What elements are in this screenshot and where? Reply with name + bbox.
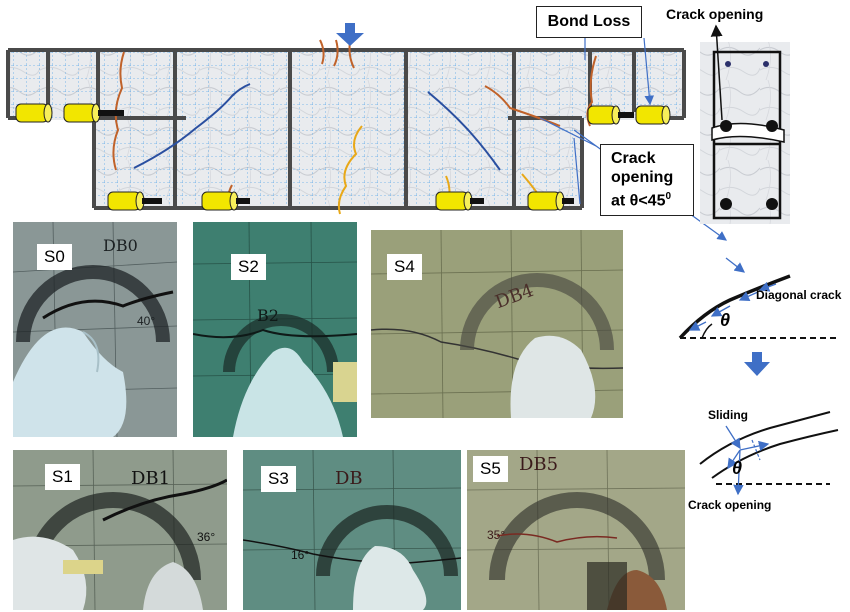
- photo-s5-handwriting: DB5: [519, 454, 559, 475]
- photo-s2: S2 B2: [193, 222, 357, 437]
- load-arrow-icon: [336, 23, 364, 46]
- photo-s5-label: S5: [473, 456, 508, 482]
- photo-s0: S0 DB0 40°: [13, 222, 177, 437]
- theta-label-2: θ: [732, 458, 743, 478]
- crack-opening-callout-line1: Crack: [611, 150, 656, 167]
- photo-s3: S3 DB 16°: [243, 450, 461, 610]
- photo-s1-angle: 36°: [197, 530, 216, 544]
- photo-s4: S4 DB4: [371, 230, 623, 418]
- crack-opening-callout-line3: at θ<450: [611, 191, 672, 210]
- crack-opening-callout-line2: opening: [611, 169, 674, 186]
- photo-s1-handwriting: DB1: [131, 468, 171, 489]
- beam-diagram: [6, 23, 727, 241]
- photo-s2-handwriting: B2: [257, 306, 279, 325]
- crack-opening-callout-sup: 0: [665, 191, 672, 202]
- crack-opening-top-label: Crack opening: [666, 6, 764, 22]
- photo-s5: S5 DB5 35°: [467, 450, 685, 610]
- photo-s1-label: S1: [45, 464, 80, 490]
- photo-s0-label: S0: [37, 244, 72, 270]
- photo-s3-handwriting: DB: [335, 468, 363, 489]
- crack-opening-callout: Crack opening at θ<450: [600, 144, 694, 216]
- diagonal-crack-schematic: [678, 257, 838, 376]
- photo-s0-angle: 40°: [137, 314, 156, 328]
- sliding-schematic: [699, 411, 839, 496]
- photo-s4-label: S4: [387, 254, 422, 280]
- cross-section: [700, 24, 790, 224]
- sensor-cylinders: [15, 103, 671, 211]
- bond-loss-callout: Bond Loss: [536, 6, 642, 38]
- photo-s3-label: S3: [261, 466, 296, 492]
- diagonal-crack-label: Diagonal crack: [756, 288, 842, 302]
- theta-label-1: θ: [720, 310, 731, 330]
- photo-s0-handwriting: DB0: [103, 236, 138, 255]
- photo-s3-angle: 16°: [291, 548, 310, 562]
- bond-loss-text: Bond Loss: [547, 13, 631, 30]
- sliding-label: Sliding: [708, 408, 748, 422]
- photo-s1: S1 DB1 36°: [13, 450, 227, 610]
- down-arrow-icon: [744, 352, 770, 376]
- photo-s5-angle: 35°: [487, 528, 506, 542]
- photo-s2-label: S2: [231, 254, 266, 280]
- crack-opening-bottom-label: Crack opening: [688, 498, 772, 512]
